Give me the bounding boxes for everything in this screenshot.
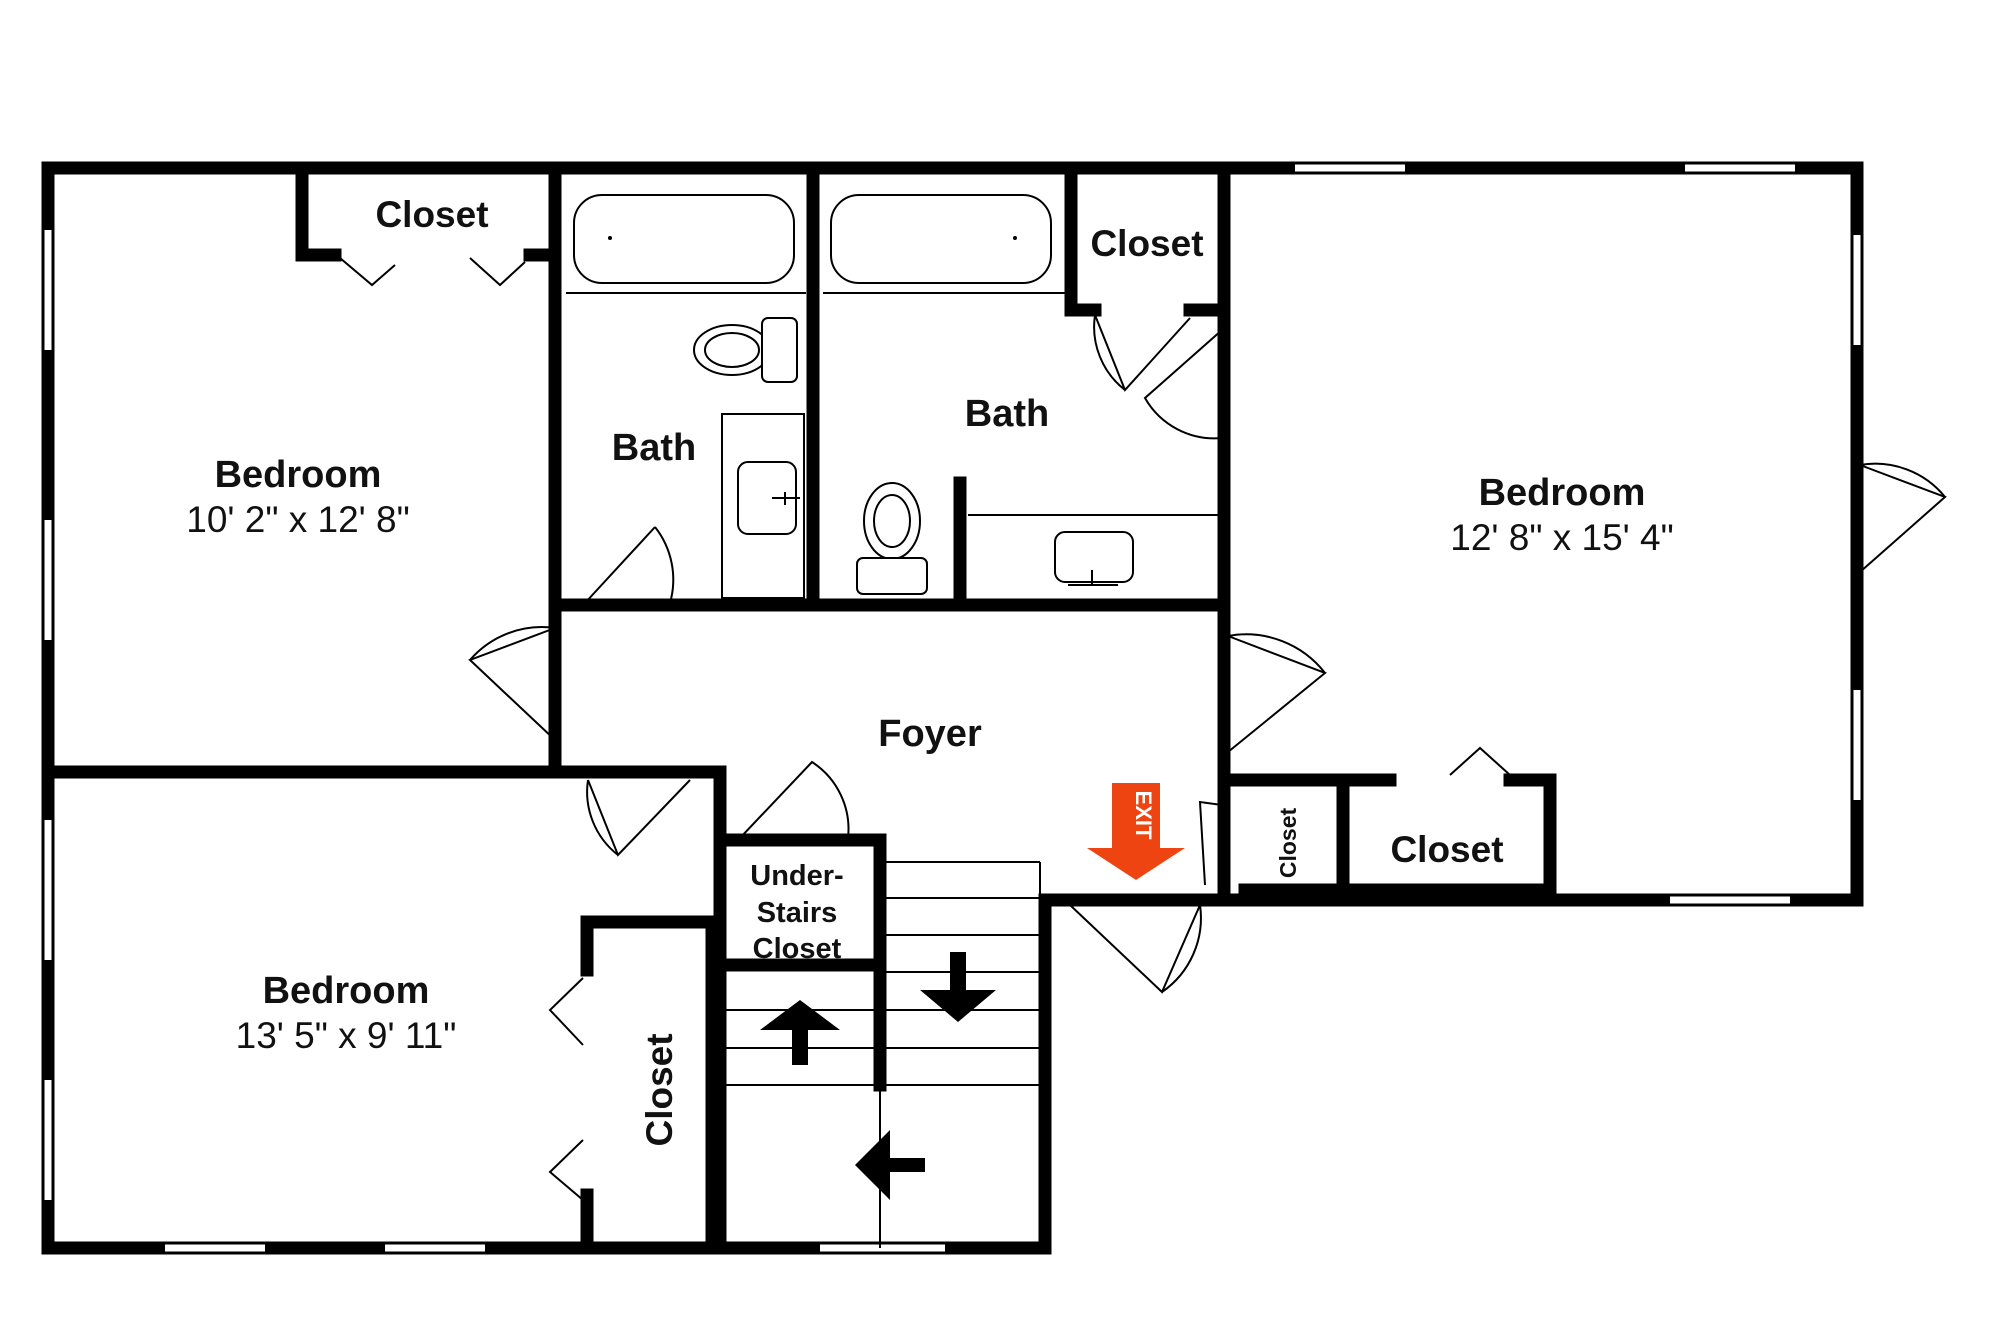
- walls: [41, 161, 1864, 1255]
- bedroom-bottom-left-name: Bedroom: [263, 970, 430, 1012]
- under-stairs-line2: Stairs: [757, 897, 838, 929]
- windows: [44, 164, 1861, 1252]
- exit-label: EXIT: [1131, 791, 1156, 840]
- room-labels: Closet Closet Bedroom 10' 2" x 12' 8" Ba…: [186, 194, 1673, 1147]
- bedroom-right-size: 12' 8" x 15' 4": [1450, 517, 1673, 558]
- exit-sign: EXIT: [1087, 783, 1185, 880]
- closet-top-left-label: Closet: [375, 194, 488, 235]
- bedroom-top-left-size: 10' 2" x 12' 8": [186, 499, 409, 540]
- stair-left-arrow-icon: [855, 1130, 925, 1200]
- bedroom-bottom-left-size: 13' 5" x 9' 11": [236, 1015, 457, 1056]
- stairs: [720, 861, 1041, 1248]
- under-stairs-line3: Closet: [753, 933, 842, 965]
- bedroom-right-name: Bedroom: [1479, 472, 1646, 514]
- closet-top-right-label: Closet: [1090, 223, 1203, 264]
- closet-small-label: Closet: [1275, 808, 1301, 879]
- bedroom-top-left-name: Bedroom: [215, 454, 382, 496]
- bath-left-label: Bath: [612, 427, 696, 469]
- bath-fixtures: [566, 194, 1220, 599]
- doors: [339, 257, 1947, 1201]
- stair-down-arrow-icon: [920, 952, 996, 1022]
- foyer-label: Foyer: [878, 713, 982, 755]
- stair-up-arrow-icon: [760, 1000, 840, 1065]
- exit-arrow-icon: [1087, 783, 1185, 880]
- under-stairs-line1: Under-: [750, 860, 843, 892]
- closet-bottom-left-label: Closet: [639, 1033, 680, 1146]
- closet-right-label: Closet: [1390, 829, 1503, 870]
- bath-right-label: Bath: [965, 393, 1049, 435]
